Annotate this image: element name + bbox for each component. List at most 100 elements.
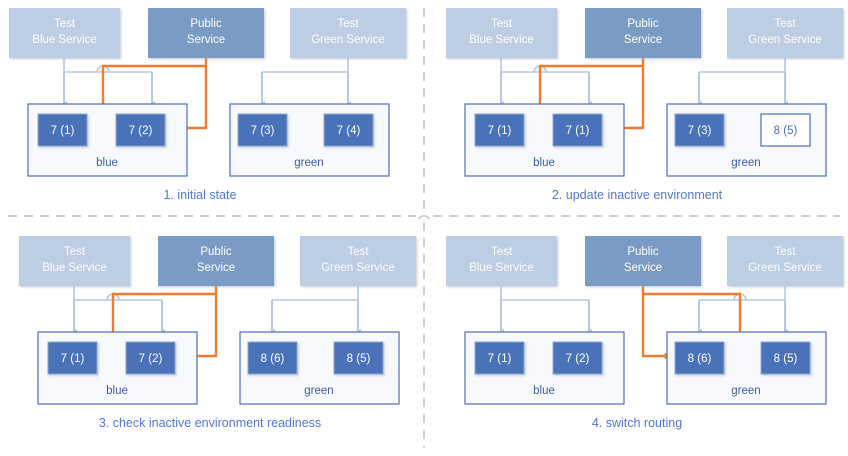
panel-3-service-public[interactable]: Public Service [158,236,274,286]
panel-1-green-pod-1[interactable]: 7 (3) [237,113,288,147]
pod-box[interactable] [552,341,603,375]
connector-green-branch [262,58,349,73]
divider-crossover-jump [418,215,430,220]
panel-3-green-service-connector [268,286,361,338]
panel-2-blue-service-connector [497,58,592,110]
pod-label: 8 (6) [688,353,712,365]
panel-1: Test Blue Service Public Service Test Gr… [9,8,406,202]
connector-green-branch [272,286,359,301]
pod-box[interactable] [115,113,166,147]
pod-box[interactable] [552,113,603,147]
pod-box[interactable] [37,113,88,147]
service-label-test-green-line2: Green Service [748,262,822,274]
panel-4-green-pod-2[interactable]: 8 (5) [760,341,811,375]
service-box-test-blue[interactable] [9,8,120,58]
service-label-public-line2: Service [197,262,235,274]
service-label-test-green-line1: Test [347,246,369,258]
service-box-public[interactable] [148,8,264,58]
panel-1-green-pod-2[interactable]: 7 (4) [323,113,374,147]
panel-2: Test Blue Service Public Service Test Gr… [446,8,843,202]
panel-1-green-service-connector [258,58,351,110]
pod-label: 7 (2) [129,125,153,137]
panel-3-service-test-blue[interactable]: Test Blue Service [19,236,130,286]
environment-label-green: green [294,157,323,169]
pod-box[interactable] [474,113,525,147]
panel-2-blue-pod-2[interactable]: 7 (1) [552,113,603,147]
panel-4-green-service-connector [695,286,788,338]
panel-1-environment-blue: 7 (1) 7 (2) blue [27,103,188,177]
pod-box[interactable] [760,341,811,375]
service-box-public[interactable] [585,236,701,286]
pod-label: 8 (6) [261,353,285,365]
pod-box[interactable] [237,113,288,147]
service-label-test-green-line2: Green Service [311,34,385,46]
panel-2-green-pod-1[interactable]: 7 (3) [674,113,725,147]
panel-4: Test Blue Service Public Service Test Gr… [446,236,843,430]
panel-4-service-test-green[interactable]: Test Green Service [727,236,843,286]
panel-4-green-pod-1[interactable]: 8 (6) [674,341,725,375]
pod-label: 7 (1) [61,353,85,365]
service-box-test-green[interactable] [727,236,843,286]
pod-label: 7 (4) [337,125,361,137]
service-label-test-green-line1: Test [774,246,796,258]
panel-1-blue-pod-2[interactable]: 7 (2) [115,113,166,147]
service-label-public-line1: Public [200,246,232,258]
service-box-public[interactable] [585,8,701,58]
pod-label: 8 (5) [774,353,798,365]
service-box-test-green[interactable] [300,236,416,286]
service-label-public-line1: Public [627,18,659,30]
service-box-test-blue[interactable] [446,236,557,286]
panel-2-green-pod-2[interactable]: 8 (5) [760,113,811,147]
service-box-test-green[interactable] [290,8,406,58]
pod-box[interactable] [323,113,374,147]
panel-3-green-pod-1[interactable]: 8 (6) [247,341,298,375]
pod-label: 7 (2) [566,353,590,365]
panel-1-environment-green: 7 (3) 7 (4) green [229,103,390,177]
panel-4-blue-pod-2[interactable]: 7 (2) [552,341,603,375]
panel-3-blue-pod-2[interactable]: 7 (2) [125,341,176,375]
pod-label: 8 (5) [774,125,798,137]
pod-box[interactable] [333,341,384,375]
pod-box[interactable] [474,341,525,375]
panel-1-service-test-blue[interactable]: Test Blue Service [9,8,120,58]
pod-box[interactable] [125,341,176,375]
connector-blue-branch [500,286,589,301]
environment-label-green: green [304,385,333,397]
pod-box-outline[interactable] [760,113,811,147]
service-label-test-green-line1: Test [337,18,359,30]
orange-route-to-green-pod-1 [641,286,674,360]
pod-label: 7 (3) [251,125,275,137]
connector-green-branch [699,58,786,73]
panel-2-service-test-green[interactable]: Test Green Service [727,8,843,58]
panel-1-service-public[interactable]: Public Service [148,8,264,58]
panel-4-environment-green: 8 (6) 8 (5) green [666,331,827,405]
panel-2-blue-pod-1[interactable]: 7 (1) [474,113,525,147]
panel-1-service-test-green[interactable]: Test Green Service [290,8,406,58]
panel-3-blue-pod-1[interactable]: 7 (1) [47,341,98,375]
panel-3: Test Blue Service Public Service Test Gr… [19,236,416,430]
panel-2-service-test-blue[interactable]: Test Blue Service [446,8,557,58]
panel-4-service-test-blue[interactable]: Test Blue Service [446,236,557,286]
pod-box[interactable] [247,341,298,375]
service-label-test-green-line1: Test [774,18,796,30]
panel-caption-4: 4. switch routing [592,416,682,430]
pod-box[interactable] [674,341,725,375]
service-label-public-line2: Service [624,34,662,46]
panel-3-environment-blue: 7 (1) 7 (2) blue [37,331,198,405]
panel-2-service-public[interactable]: Public Service [585,8,701,58]
service-box-test-blue[interactable] [19,236,130,286]
service-box-public[interactable] [158,236,274,286]
environment-label-green: green [731,385,760,397]
pod-box[interactable] [47,341,98,375]
pod-box[interactable] [674,113,725,147]
service-box-test-blue[interactable] [446,8,557,58]
service-label-test-blue-line2: Blue Service [469,262,534,274]
panel-3-service-test-green[interactable]: Test Green Service [300,236,416,286]
panel-4-service-public[interactable]: Public Service [585,236,701,286]
environment-label-blue: blue [106,385,128,397]
panel-3-green-pod-2[interactable]: 8 (5) [333,341,384,375]
panel-4-blue-pod-1[interactable]: 7 (1) [474,341,525,375]
service-box-test-green[interactable] [727,8,843,58]
panel-3-environment-green: 8 (6) 8 (5) green [239,331,400,405]
panel-1-blue-pod-1[interactable]: 7 (1) [37,113,88,147]
